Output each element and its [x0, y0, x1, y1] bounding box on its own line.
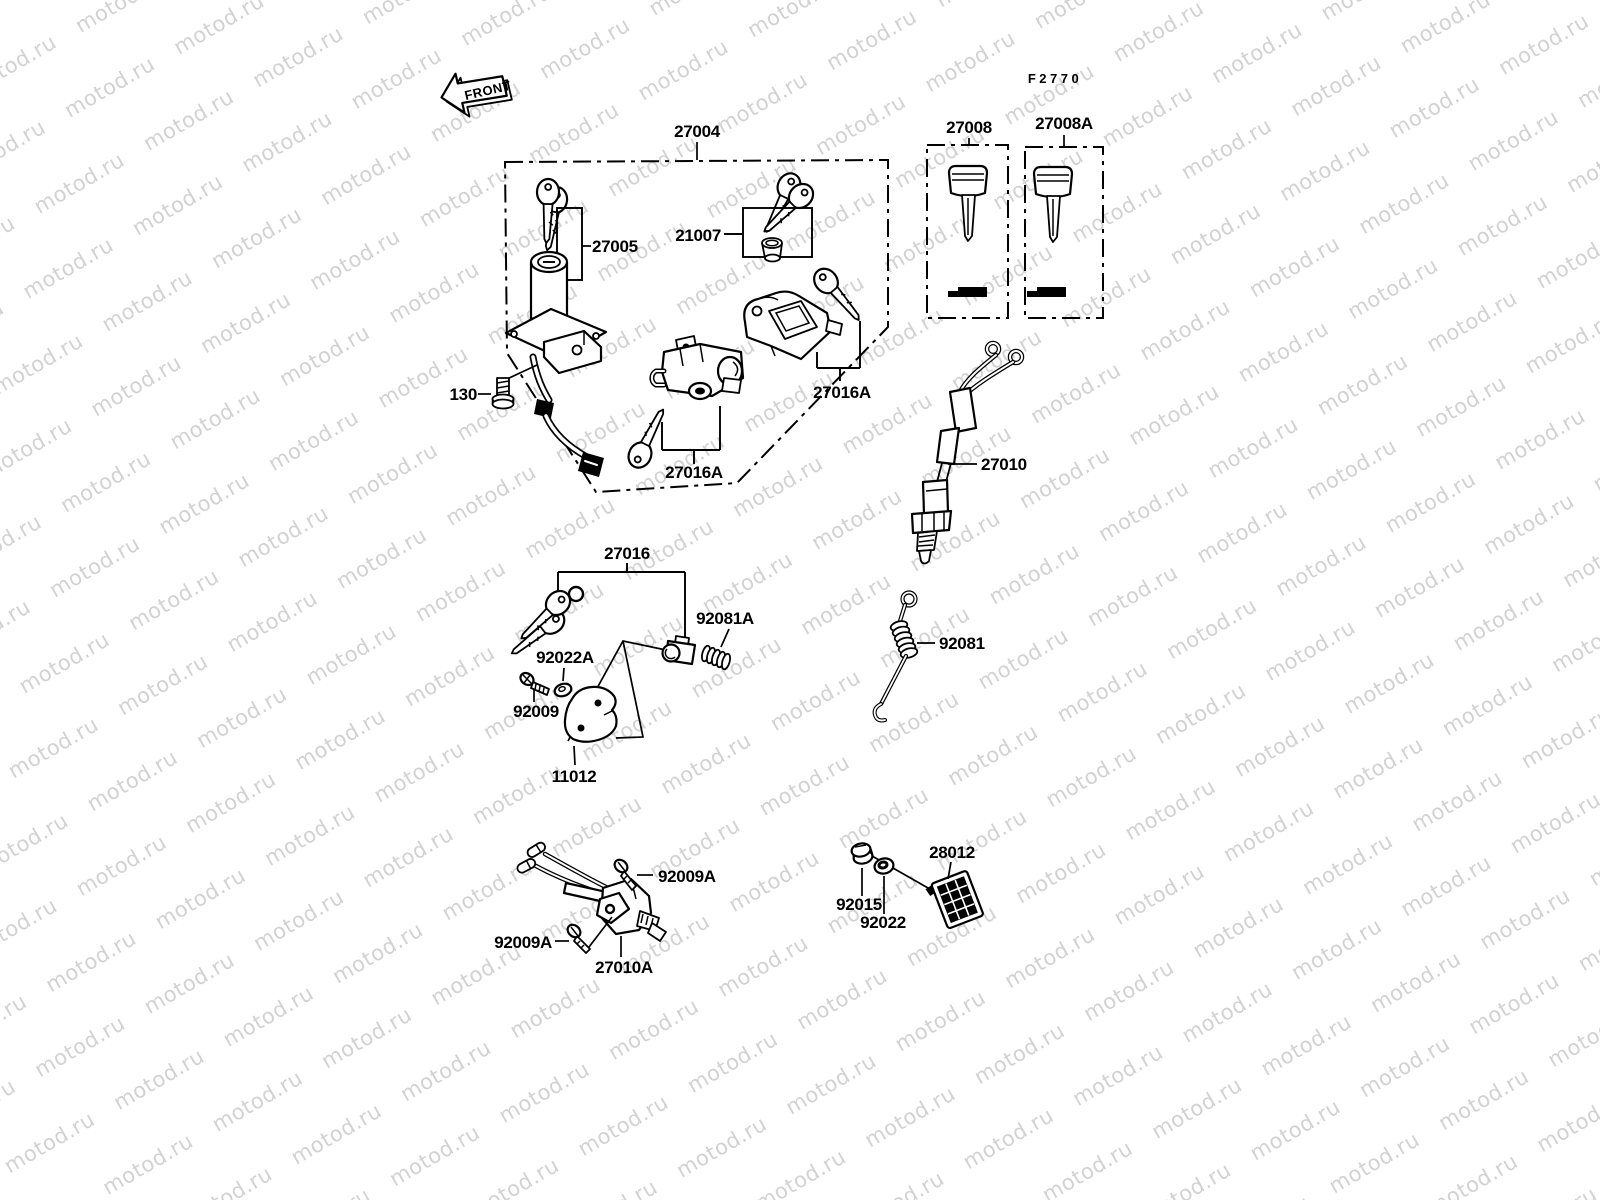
- part-label-92081a: 92081A: [696, 609, 754, 628]
- part-label-92009a-bottom: 92009A: [494, 933, 552, 952]
- front-arrow-icon: FRONT: [440, 72, 513, 118]
- leader-11012: [573, 745, 576, 766]
- screw-92009: [519, 671, 550, 696]
- lock-plate-11012: [563, 685, 618, 743]
- bracket-27016a-mid: [661, 406, 721, 464]
- leader-130: [504, 364, 538, 381]
- part-label-92009a-top: 92009A: [658, 867, 716, 886]
- screw-130: [491, 377, 515, 410]
- key-blank-27008: [947, 164, 989, 297]
- keys-21007: [755, 168, 820, 241]
- nut-92015: [850, 842, 874, 865]
- part-label-27008a: 27008A: [1035, 114, 1093, 133]
- assembly-box-27004: [503, 158, 889, 494]
- bracket-27005: [556, 207, 583, 281]
- helmet-lock: [649, 335, 745, 401]
- washer-92022a: [553, 682, 573, 698]
- assembly-line-27010a: [588, 916, 613, 948]
- part-label-92022: 92022: [860, 913, 906, 932]
- assembly-line-27016b: [615, 640, 645, 739]
- part-label-28012: 28012: [929, 843, 975, 862]
- part-label-130: 130: [450, 385, 477, 404]
- bracket-27016a-right: [816, 321, 861, 381]
- screw-92009a-top: [613, 858, 637, 891]
- key-blank-27008a: [1027, 165, 1074, 297]
- part-label-27005: 27005: [592, 237, 638, 256]
- spring-92081: [872, 590, 919, 723]
- part-label-11012: 11012: [552, 767, 597, 786]
- part-label-27008: 27008: [946, 118, 992, 137]
- part-label-27016a-mid: 27016A: [665, 463, 723, 482]
- barrel-spring: [700, 644, 732, 671]
- part-label-27016: 27016: [604, 544, 650, 563]
- part-label-92081: 92081: [939, 634, 985, 653]
- leader-28012: [947, 861, 952, 880]
- brake-switch-27010: [910, 340, 1025, 565]
- ignition-switch: [504, 250, 608, 477]
- part-label-27004: 27004: [674, 122, 721, 141]
- part-label-92022a: 92022A: [536, 648, 594, 667]
- cap-21007: [761, 237, 783, 263]
- figure-code-label: F2770: [1028, 71, 1082, 86]
- leader-92022a: [562, 667, 565, 682]
- part-label-27016a-right: 27016A: [813, 383, 871, 402]
- lock-barrel-92081a: [661, 635, 697, 666]
- key-box-27008: [926, 144, 1009, 319]
- washer-92022: [873, 857, 895, 875]
- keys-27016: [503, 584, 585, 664]
- part-label-92009: 92009: [513, 702, 559, 721]
- leader-92081a: [720, 628, 730, 648]
- seat-lock: [743, 290, 843, 361]
- screw-92009a-bottom: [566, 923, 591, 954]
- switch-27010a: [516, 841, 667, 942]
- key-helmet-lock: [623, 403, 675, 473]
- bracket-27016: [557, 563, 686, 637]
- ignition-switch-keys: [534, 177, 571, 254]
- reflector-28012: [925, 870, 984, 930]
- part-label-27010a: 27010A: [595, 958, 653, 977]
- label-ticks: [582, 135, 1065, 247]
- part-label-21007: 21007: [675, 226, 721, 245]
- part-label-27010: 27010: [981, 455, 1027, 474]
- part-label-92015: 92015: [836, 895, 882, 914]
